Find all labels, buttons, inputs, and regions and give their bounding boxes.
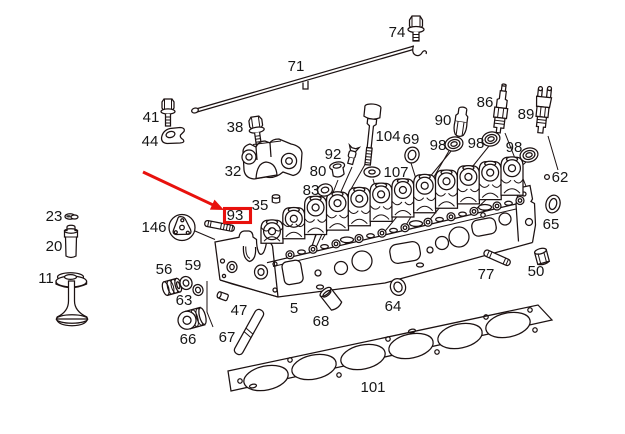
svg-text:98: 98 — [506, 139, 523, 156]
svg-text:86: 86 — [477, 94, 494, 111]
svg-text:68: 68 — [313, 313, 330, 330]
svg-text:65: 65 — [543, 216, 560, 233]
svg-text:63: 63 — [176, 292, 193, 309]
svg-text:38: 38 — [227, 119, 244, 136]
svg-text:90: 90 — [435, 112, 452, 129]
svg-text:32: 32 — [225, 163, 242, 180]
svg-text:104: 104 — [375, 128, 400, 145]
svg-text:80: 80 — [310, 163, 327, 180]
svg-text:98: 98 — [468, 135, 485, 152]
svg-text:69: 69 — [403, 131, 420, 148]
svg-text:64: 64 — [385, 298, 402, 315]
svg-text:67: 67 — [219, 329, 236, 346]
svg-text:146: 146 — [141, 219, 166, 236]
svg-text:44: 44 — [142, 133, 159, 150]
svg-text:74: 74 — [389, 24, 406, 41]
svg-text:56: 56 — [156, 261, 173, 278]
svg-text:89: 89 — [518, 106, 535, 123]
svg-text:23: 23 — [46, 208, 63, 225]
svg-text:20: 20 — [46, 238, 63, 255]
svg-text:5: 5 — [290, 300, 298, 317]
svg-text:93: 93 — [227, 207, 244, 224]
svg-text:101: 101 — [360, 379, 385, 396]
svg-text:77: 77 — [478, 266, 495, 283]
svg-text:66: 66 — [180, 331, 197, 348]
svg-text:98: 98 — [430, 137, 447, 154]
svg-text:47: 47 — [231, 302, 248, 319]
svg-text:35: 35 — [252, 197, 269, 214]
svg-text:83: 83 — [303, 182, 320, 199]
svg-text:107: 107 — [383, 164, 408, 181]
svg-text:11: 11 — [38, 270, 54, 287]
svg-text:59: 59 — [185, 257, 202, 274]
svg-text:62: 62 — [552, 169, 569, 186]
svg-text:92: 92 — [325, 146, 342, 163]
svg-text:71: 71 — [288, 58, 305, 75]
svg-text:41: 41 — [143, 109, 160, 126]
svg-text:50: 50 — [528, 263, 545, 280]
